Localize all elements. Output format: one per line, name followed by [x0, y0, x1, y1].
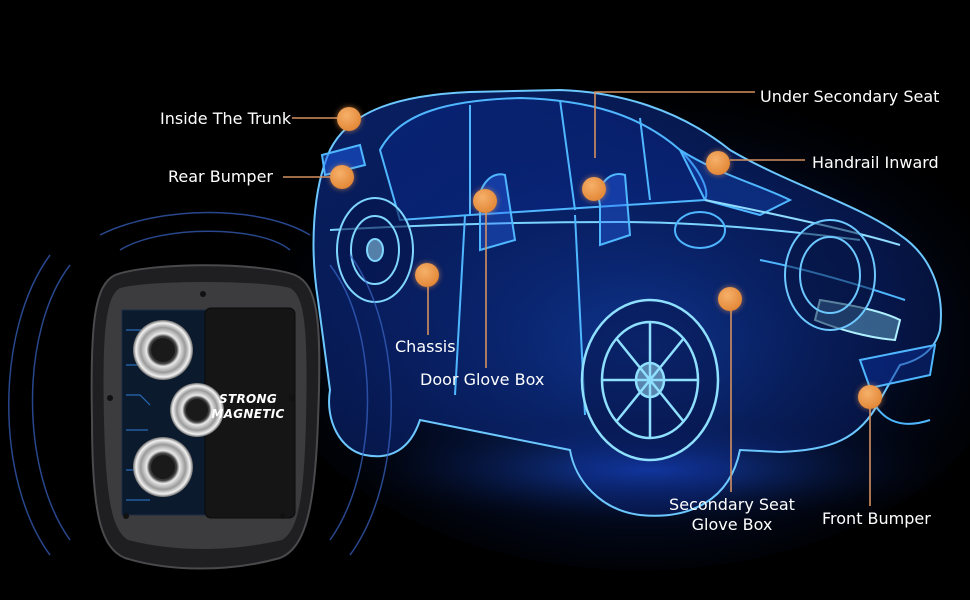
- front-wheel: [580, 298, 720, 462]
- label-chassis: Chassis: [395, 337, 456, 356]
- marker-handrail-inward: [706, 151, 730, 175]
- magnet-ring-bottom: [133, 437, 193, 497]
- marker-chassis: [415, 263, 439, 287]
- label-rear-bumper: Rear Bumper: [168, 167, 273, 186]
- device-text-line2: MAGNETIC: [211, 407, 285, 421]
- device-text-line1: STRONG: [219, 392, 277, 406]
- label-door-glove-box: Door Glove Box: [420, 370, 545, 389]
- marker-rear-bumper: [330, 165, 354, 189]
- rear-wheel: [336, 197, 414, 303]
- label-secondary-seat-glove-box-line2: Glove Box: [691, 515, 773, 534]
- marker-under-secondary-seat: [582, 177, 606, 201]
- label-handrail-inward: Handrail Inward: [812, 153, 939, 172]
- marker-secondary-seat-glove-box: [718, 287, 742, 311]
- magnetic-device: [8, 211, 392, 570]
- magnet-ring-middle: [170, 383, 224, 437]
- label-secondary-seat-glove-box-line1: Secondary Seat: [669, 495, 795, 514]
- marker-inside-trunk: [337, 107, 361, 131]
- magnet-ring-top: [133, 320, 193, 380]
- label-inside-trunk: Inside The Trunk: [160, 109, 292, 128]
- leader-lines: [283, 91, 871, 506]
- car-wireframe: [312, 88, 942, 517]
- marker-door-glove-box: [473, 189, 497, 213]
- label-front-bumper: Front Bumper: [822, 509, 931, 528]
- marker-front-bumper: [858, 385, 882, 409]
- front-wheel-far: [784, 219, 876, 331]
- label-under-secondary-seat: Under Secondary Seat: [760, 87, 940, 106]
